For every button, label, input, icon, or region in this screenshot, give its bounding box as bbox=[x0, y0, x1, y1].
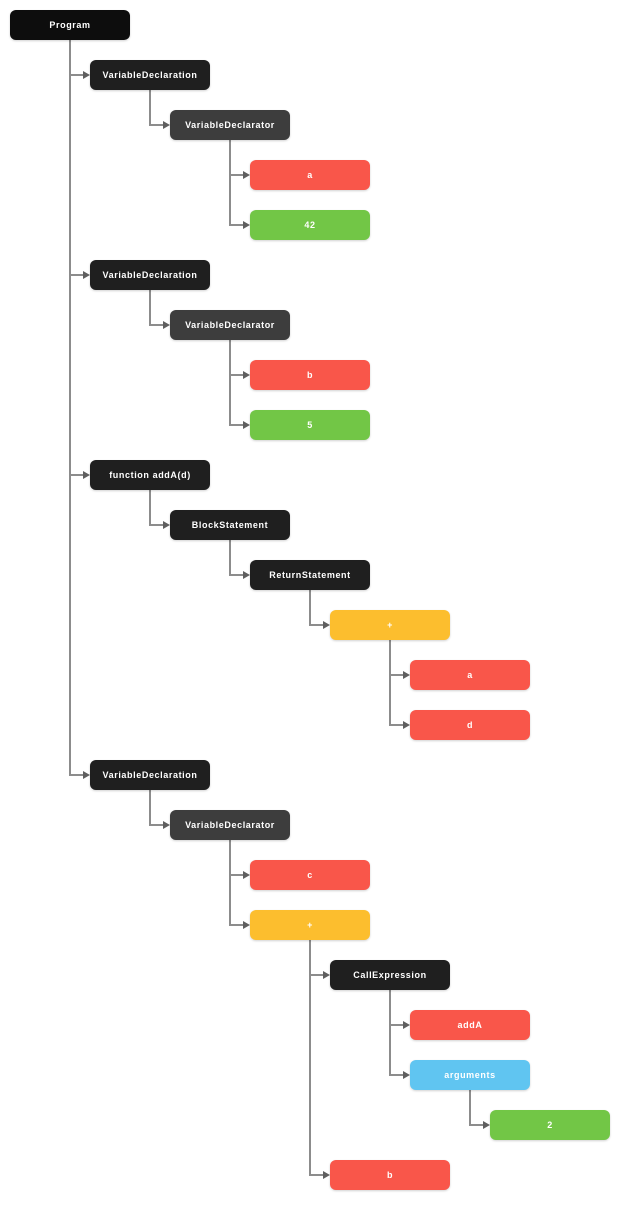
arrowhead-icon bbox=[83, 771, 90, 779]
connector-horizontal bbox=[309, 624, 324, 626]
connector-horizontal bbox=[389, 674, 404, 676]
arrowhead-icon bbox=[403, 1021, 410, 1029]
node-var-decl-3: VariableDeclaration bbox=[90, 760, 210, 790]
node-func-adda: function addA(d) bbox=[90, 460, 210, 490]
node-id-adda: addA bbox=[410, 1010, 530, 1040]
node-var-declarator-2: VariableDeclarator bbox=[170, 310, 290, 340]
connector-vertical bbox=[309, 940, 311, 1176]
arrowhead-icon bbox=[403, 671, 410, 679]
node-call-expr: CallExpression bbox=[330, 960, 450, 990]
connector-horizontal bbox=[149, 124, 164, 126]
arrowhead-icon bbox=[243, 171, 250, 179]
arrowhead-icon bbox=[243, 371, 250, 379]
connector-horizontal bbox=[149, 824, 164, 826]
connector-horizontal bbox=[149, 324, 164, 326]
connector-horizontal bbox=[69, 74, 84, 76]
arrowhead-icon bbox=[243, 921, 250, 929]
node-lit-2: 2 bbox=[490, 1110, 610, 1140]
connector-horizontal bbox=[69, 274, 84, 276]
node-id-a: a bbox=[250, 160, 370, 190]
node-block-stmt: BlockStatement bbox=[170, 510, 290, 540]
connector-vertical bbox=[389, 640, 391, 726]
connector-horizontal bbox=[229, 424, 244, 426]
connector-horizontal bbox=[229, 574, 244, 576]
connector-horizontal bbox=[69, 774, 84, 776]
arrowhead-icon bbox=[163, 321, 170, 329]
connector-vertical bbox=[149, 490, 151, 526]
arrowhead-icon bbox=[83, 271, 90, 279]
arrowhead-icon bbox=[243, 421, 250, 429]
node-var-declarator-1: VariableDeclarator bbox=[170, 110, 290, 140]
node-id-b: b bbox=[250, 360, 370, 390]
connector-horizontal bbox=[229, 174, 244, 176]
connector-vertical bbox=[229, 540, 231, 576]
node-id-a2: a bbox=[410, 660, 530, 690]
arrowhead-icon bbox=[403, 721, 410, 729]
node-id-c: c bbox=[250, 860, 370, 890]
arrowhead-icon bbox=[243, 571, 250, 579]
node-lit-42: 42 bbox=[250, 210, 370, 240]
connector-vertical bbox=[229, 140, 231, 226]
node-lit-5: 5 bbox=[250, 410, 370, 440]
connector-horizontal bbox=[389, 1074, 404, 1076]
node-program: Program bbox=[10, 10, 130, 40]
connector-horizontal bbox=[229, 874, 244, 876]
connector-horizontal bbox=[469, 1124, 484, 1126]
connector-vertical bbox=[149, 90, 151, 126]
arrowhead-icon bbox=[323, 621, 330, 629]
arrowhead-icon bbox=[83, 71, 90, 79]
connector-horizontal bbox=[309, 974, 324, 976]
arrowhead-icon bbox=[243, 871, 250, 879]
connector-vertical bbox=[149, 290, 151, 326]
node-plus-2: + bbox=[250, 910, 370, 940]
connector-vertical bbox=[229, 840, 231, 926]
node-var-decl-2: VariableDeclaration bbox=[90, 260, 210, 290]
arrowhead-icon bbox=[163, 121, 170, 129]
arrowhead-icon bbox=[163, 821, 170, 829]
connector-horizontal bbox=[229, 924, 244, 926]
connector-vertical bbox=[149, 790, 151, 826]
arrowhead-icon bbox=[243, 221, 250, 229]
connector-vertical bbox=[389, 990, 391, 1076]
node-return-stmt: ReturnStatement bbox=[250, 560, 370, 590]
node-args: arguments bbox=[410, 1060, 530, 1090]
arrowhead-icon bbox=[83, 471, 90, 479]
connector-horizontal bbox=[389, 1024, 404, 1026]
arrowhead-icon bbox=[403, 1071, 410, 1079]
connector-horizontal bbox=[389, 724, 404, 726]
node-id-d: d bbox=[410, 710, 530, 740]
connector-horizontal bbox=[229, 374, 244, 376]
connector-horizontal bbox=[229, 224, 244, 226]
node-var-declarator-3: VariableDeclarator bbox=[170, 810, 290, 840]
arrowhead-icon bbox=[323, 1171, 330, 1179]
arrowhead-icon bbox=[163, 521, 170, 529]
arrowhead-icon bbox=[323, 971, 330, 979]
connector-vertical bbox=[469, 1090, 471, 1126]
arrowhead-icon bbox=[483, 1121, 490, 1129]
connector-vertical bbox=[229, 340, 231, 426]
connector-horizontal bbox=[149, 524, 164, 526]
node-plus-1: + bbox=[330, 610, 450, 640]
node-var-decl-1: VariableDeclaration bbox=[90, 60, 210, 90]
node-id-b2: b bbox=[330, 1160, 450, 1190]
connector-vertical bbox=[69, 40, 71, 776]
connector-vertical bbox=[309, 590, 311, 626]
connector-horizontal bbox=[69, 474, 84, 476]
connector-horizontal bbox=[309, 1174, 324, 1176]
